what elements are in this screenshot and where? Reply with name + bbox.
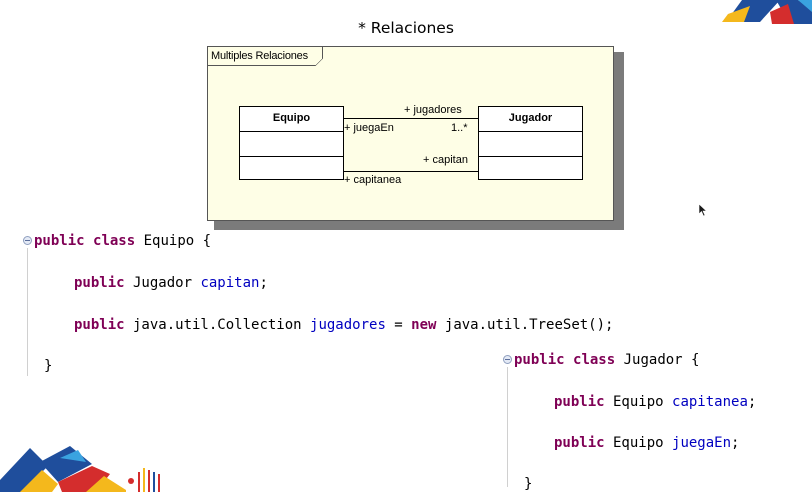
- uml-class-jugador[interactable]: Jugador: [478, 106, 583, 180]
- role-label-capitan: + capitan: [423, 154, 468, 166]
- type-name: java.util.Collection: [124, 317, 311, 333]
- keyword: new: [411, 317, 437, 333]
- semicolon: ;: [731, 435, 740, 451]
- association-line-capitan[interactable]: [344, 171, 478, 172]
- keyword: class: [93, 233, 136, 249]
- brand-logo-icon: [0, 446, 160, 492]
- uml-diagram-frame: Multiples Relaciones Equipo Jugador + ju…: [207, 46, 614, 221]
- fold-minus-icon[interactable]: [503, 355, 512, 364]
- semicolon: ;: [259, 275, 268, 291]
- class-declaration: Equipo {: [135, 233, 212, 249]
- expression: java.util.TreeSet();: [436, 317, 614, 333]
- code-line-class-equipo: public class Equipo {: [34, 233, 211, 249]
- mouse-pointer-icon: [698, 203, 708, 217]
- field-name: juegaEn: [672, 435, 732, 451]
- association-line-jugadores[interactable]: [344, 118, 478, 119]
- role-label-juegaen: + juegaEn: [344, 122, 394, 134]
- type-name: Jugador: [124, 275, 201, 291]
- frame-label: Multiples Relaciones: [208, 47, 323, 66]
- fold-gutter-line: [27, 248, 28, 376]
- multiplicity-label: 1..*: [451, 122, 468, 134]
- keyword: public: [514, 352, 565, 368]
- code-line-close-equipo: }: [44, 358, 53, 374]
- keyword: public: [34, 233, 85, 249]
- class-name-equipo: Equipo: [240, 107, 343, 132]
- operations-section: [479, 157, 582, 181]
- code-line-field-juegaen: public Equipo juegaEn;: [554, 435, 739, 451]
- code-line-class-jugador: public class Jugador {: [514, 352, 699, 368]
- brand-logo-icon: [722, 0, 812, 24]
- type-name: Equipo: [604, 394, 673, 410]
- keyword: public: [554, 394, 605, 410]
- code-line-field-jugadores: public java.util.Collection jugadores = …: [74, 317, 613, 333]
- code-line-close-jugador: }: [524, 476, 533, 492]
- keyword: public: [74, 317, 125, 333]
- type-name: Equipo: [604, 435, 673, 451]
- operations-section: [240, 157, 343, 181]
- uml-class-equipo[interactable]: Equipo: [239, 106, 344, 180]
- field-name: jugadores: [310, 317, 386, 333]
- semicolon: ;: [747, 394, 757, 410]
- slide-title: * Relaciones: [358, 19, 454, 37]
- keyword: class: [573, 352, 616, 368]
- field-name: capitan: [200, 275, 260, 291]
- field-name: capitanea: [672, 394, 748, 410]
- code-line-field-capitanea: public Equipo capitanea;: [554, 394, 756, 410]
- code-line-field-capitan: public Jugador capitan;: [74, 275, 268, 291]
- attributes-section: [240, 132, 343, 157]
- fold-minus-icon[interactable]: [23, 236, 32, 245]
- class-declaration: Jugador {: [615, 352, 700, 368]
- class-name-jugador: Jugador: [479, 107, 582, 132]
- keyword: public: [74, 275, 125, 291]
- role-label-jugadores: + jugadores: [404, 104, 462, 116]
- fold-gutter-line: [507, 367, 508, 487]
- keyword: public: [554, 435, 605, 451]
- role-label-capitanea: + capitanea: [344, 174, 402, 186]
- attributes-section: [479, 132, 582, 157]
- operator: =: [385, 317, 412, 333]
